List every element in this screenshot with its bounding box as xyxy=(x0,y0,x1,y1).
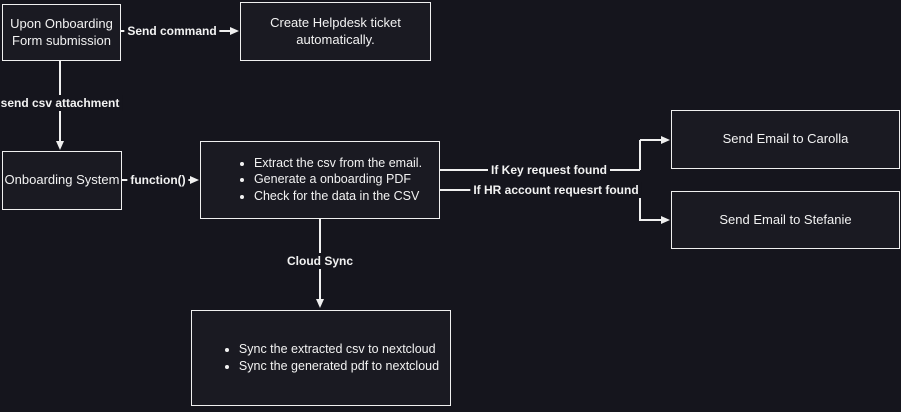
arrowhead-right-icon xyxy=(661,215,670,224)
edge-key-request-line xyxy=(640,139,661,141)
node-process-steps[interactable]: Extract the csv from the email. Generate… xyxy=(200,141,440,219)
edge-key-request-line xyxy=(639,140,641,170)
node-label: Create Helpdesk ticket automatically. xyxy=(270,14,401,47)
edge-label-function[interactable]: function() xyxy=(127,172,189,188)
node-onboarding-system[interactable]: Onboarding System xyxy=(2,151,122,210)
node-upon-onboarding-form[interactable]: Upon Onboarding Form submission xyxy=(2,4,121,61)
process-step: Generate a onboarding PDF xyxy=(254,172,422,188)
edge-label-send-command[interactable]: Send command xyxy=(124,23,220,39)
process-step: Extract the csv from the email. xyxy=(254,156,422,172)
cloud-sync-step: Sync the extracted csv to nextcloud xyxy=(239,342,439,358)
arrowhead-down-icon xyxy=(316,299,324,308)
process-step: Check for the data in the CSV xyxy=(254,189,422,205)
node-send-email-stefanie[interactable]: Send Email to Stefanie xyxy=(671,191,900,249)
process-steps-list: Extract the csv from the email. Generate… xyxy=(212,155,428,206)
edge-label-if-hr-request[interactable]: If HR account requesrt found xyxy=(470,182,642,198)
arrowhead-right-icon xyxy=(190,175,199,184)
edge-label-cloud-sync[interactable]: Cloud Sync xyxy=(283,253,357,269)
arrowhead-down-icon xyxy=(56,141,64,150)
node-send-email-carolla[interactable]: Send Email to Carolla xyxy=(671,110,900,169)
edge-label-if-key-request[interactable]: If Key request found xyxy=(487,162,611,178)
node-label: Upon Onboarding Form submission xyxy=(10,15,113,48)
node-label: Send Email to Carolla xyxy=(722,131,849,147)
node-label: Send Email to Stefanie xyxy=(719,211,852,227)
cloud-sync-list: Sync the extracted csv to nextcloud Sync… xyxy=(197,341,445,375)
edge-hr-request-line xyxy=(639,190,641,221)
cloud-sync-step: Sync the generated pdf to nextcloud xyxy=(239,359,439,375)
edge-hr-request-line xyxy=(640,219,661,221)
arrowhead-right-icon xyxy=(230,26,239,35)
arrowhead-right-icon xyxy=(661,135,670,144)
node-label: Onboarding System xyxy=(4,172,120,188)
node-cloud-sync-tasks[interactable]: Sync the extracted csv to nextcloud Sync… xyxy=(191,310,451,406)
node-create-helpdesk-ticket[interactable]: Create Helpdesk ticket automatically. xyxy=(240,2,431,61)
edge-label-send-csv-attachment[interactable]: send csv attachment xyxy=(0,95,123,111)
